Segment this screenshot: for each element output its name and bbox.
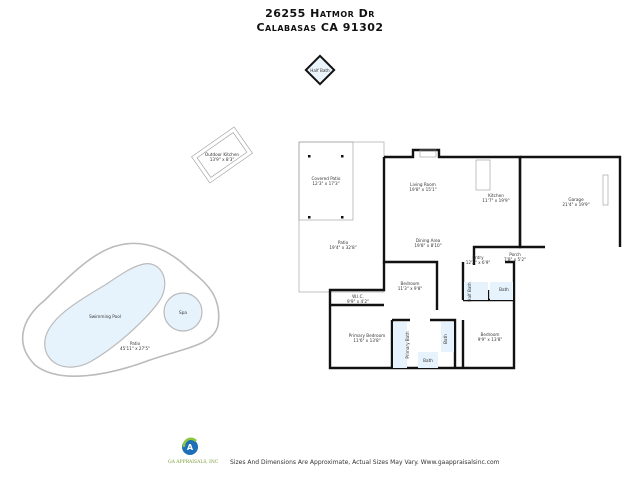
logo-text: GA APPRAISALS, INC (168, 460, 219, 465)
label-kitchen: Kitchen (488, 193, 504, 198)
size-covered-patio: 12'3" x 17'3" (312, 181, 339, 186)
size-patio: 19'4" x 32'8" (329, 245, 356, 250)
disclaimer: Sizes And Dimensions Are Approximate, Ac… (230, 459, 500, 466)
label-outdoor-kitchen: Outdoor Kitchen (205, 152, 240, 157)
label-bath-vertical: Bath (443, 334, 448, 344)
ga-appraisals-logo: A (182, 437, 198, 455)
label-primary-bedroom: Primary Bedroom (349, 333, 385, 338)
size-living-room: 19'8" x 15'1" (409, 187, 436, 192)
label-bedroom-2: Bedroom (481, 332, 500, 337)
label-half-bath: Half Bath (467, 282, 472, 302)
label-spa: Spa (179, 310, 187, 315)
label-garage: Garage (568, 197, 584, 202)
house-walls (328, 148, 622, 370)
label-primary-bath: Primary Bath (405, 331, 410, 359)
label-half-bath-top: Half Bath (310, 68, 330, 73)
detached-half-bath (304, 54, 336, 86)
size-kitchen: 11'7" x 19'9" (482, 198, 509, 203)
swimming-pool (44, 263, 166, 368)
covered-patio-outline (298, 141, 354, 221)
size-porch: 7'8" x 5'2" (504, 257, 526, 262)
label-porch: Porch (509, 252, 521, 257)
size-dining-area: 19'8" x 8'10" (414, 243, 441, 248)
outdoor-kitchen (191, 126, 253, 184)
size-pool-patio: 45'11" x 27'5" (120, 346, 150, 351)
size-primary-bedroom: 11'6" x 13'8" (353, 338, 380, 343)
label-dining-area: Dining Area (416, 238, 441, 243)
address-line-1: 26255 Hatmor Dr (265, 7, 375, 20)
label-entry: Entry (472, 255, 484, 260)
kitchen-island (475, 159, 491, 191)
label-covered-patio: Covered Patio (311, 176, 340, 181)
patio-posts (308, 155, 344, 219)
svg-text:A: A (187, 443, 194, 452)
size-outdoor-kitchen: 13'9" x 8'3" (210, 157, 235, 162)
label-bath-upper: Bath (499, 287, 509, 292)
label-bath-small: Bath (423, 358, 433, 363)
label-pool-patio: Patio (130, 341, 141, 346)
spa (163, 292, 203, 332)
address-line-2: Calabasas CA 91302 (256, 21, 384, 34)
size-bedroom-1: 11'3" x 9'8" (398, 286, 423, 291)
size-wic: 9'9" x 4'2" (347, 299, 369, 304)
label-living-room: Living Room (410, 182, 436, 187)
label-wic: W.I.C. (352, 294, 364, 299)
primary-bath-floor (393, 322, 407, 368)
size-bedroom-2: 9'9" x 13'8" (478, 337, 503, 342)
label-bedroom-1: Bedroom (401, 281, 420, 286)
label-patio: Patio (338, 240, 349, 245)
size-garage: 21'4" x 19'9" (562, 202, 589, 207)
size-entry: 12'2" x 6'9" (466, 260, 491, 265)
label-swimming-pool: Swimming Pool (89, 314, 121, 319)
